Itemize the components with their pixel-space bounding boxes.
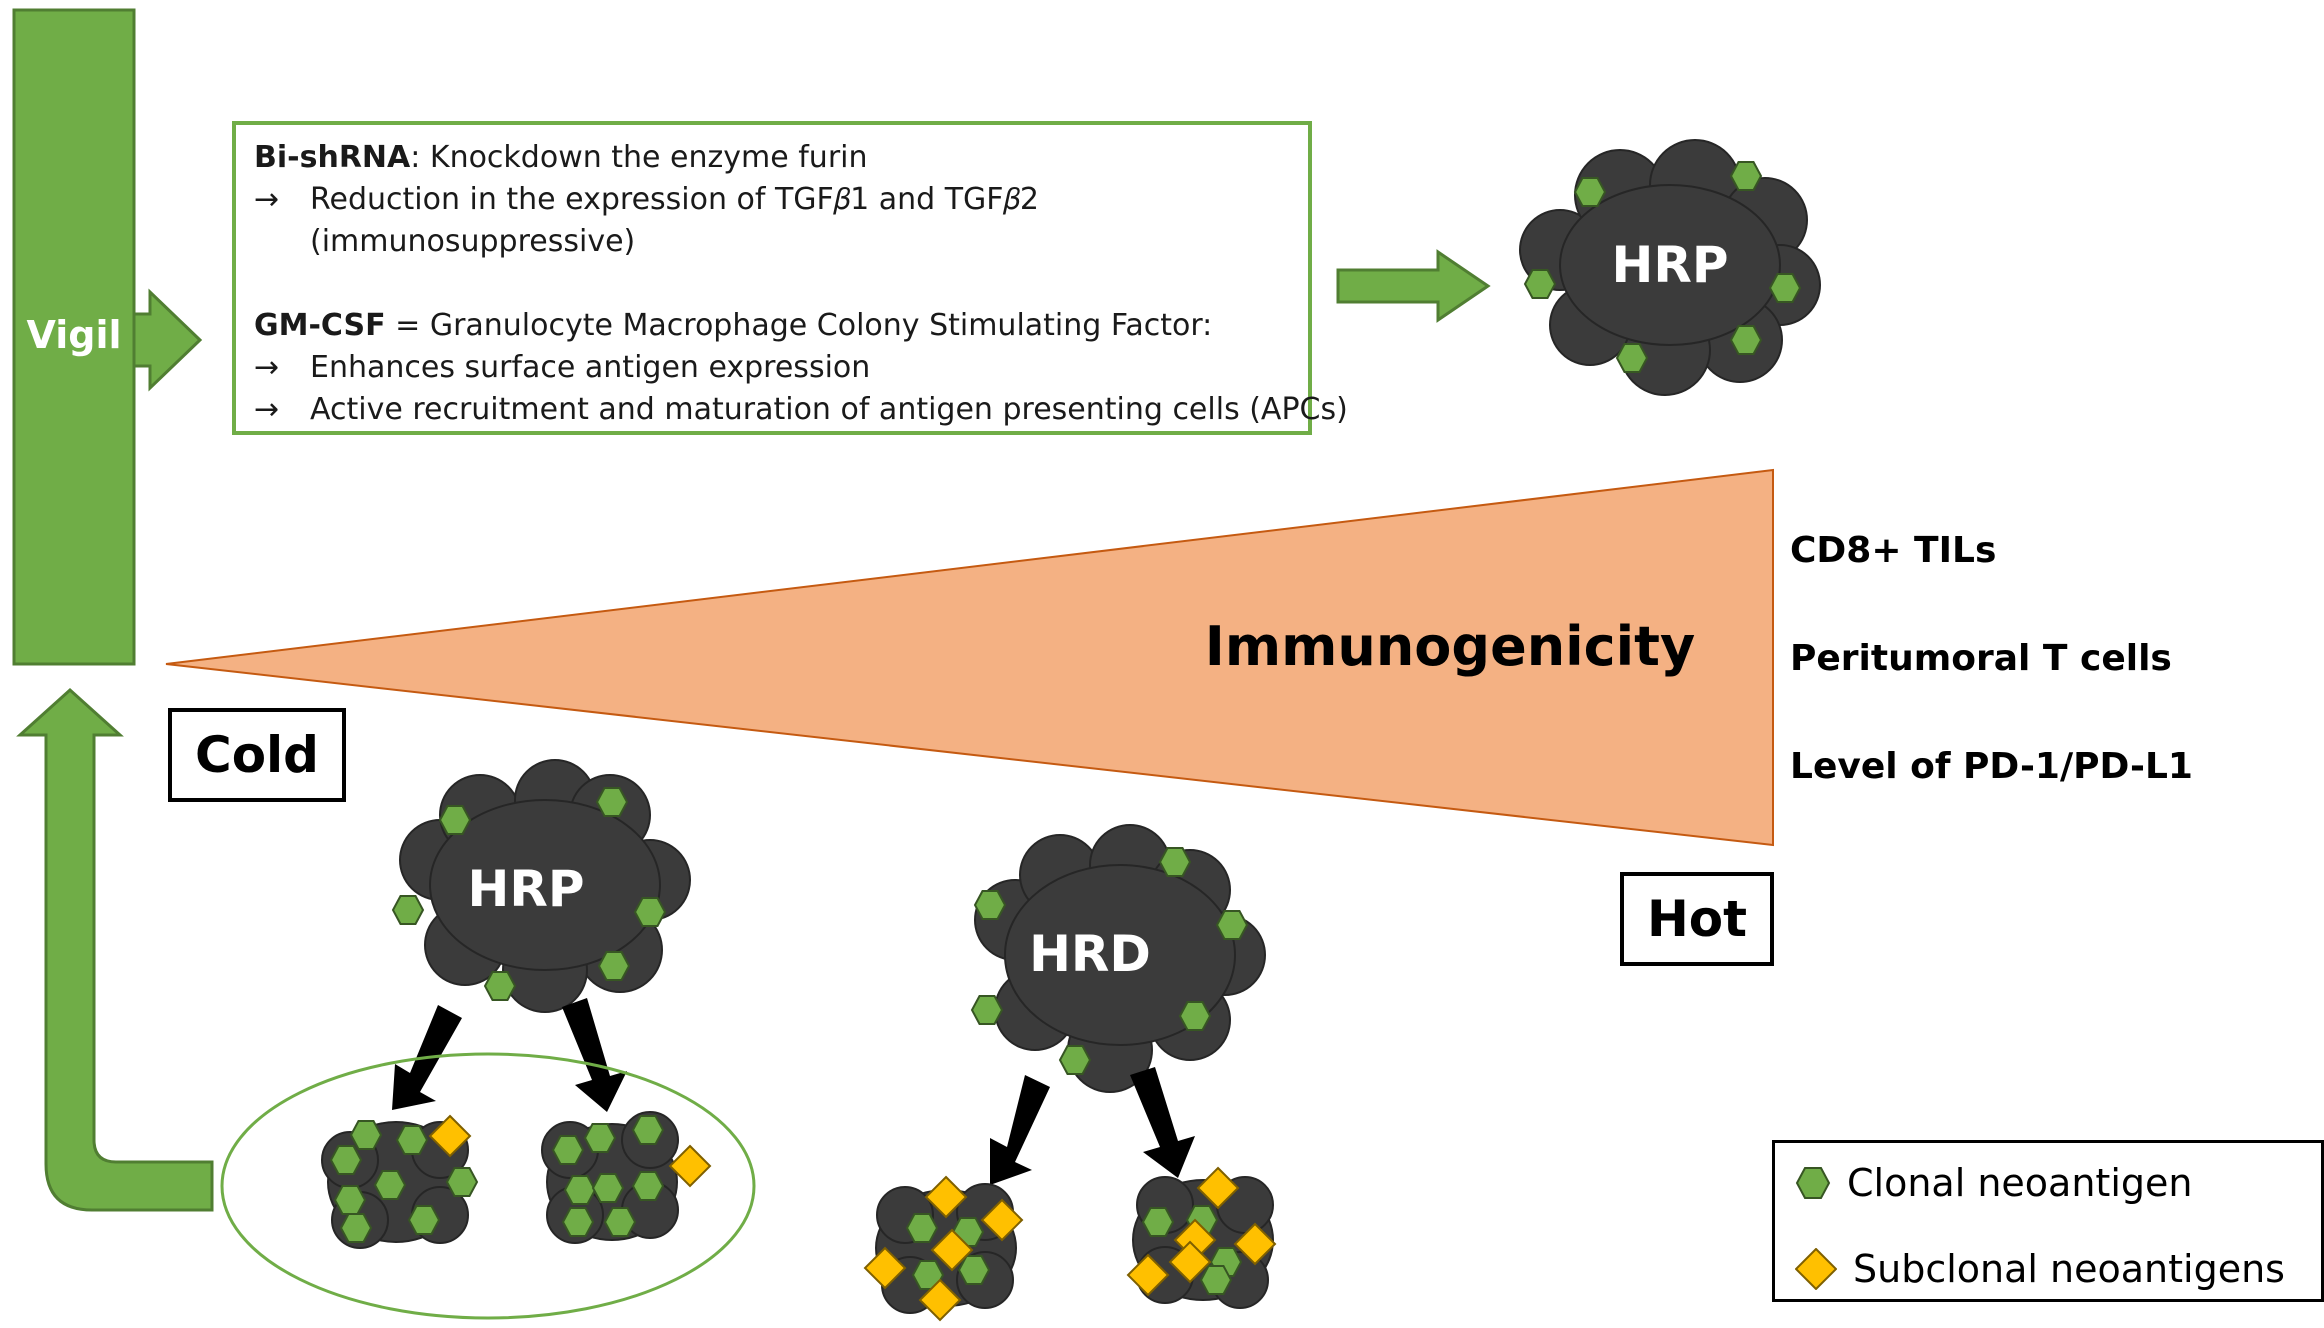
- reduction-text: Reduction in the expression of TGF𝛽1 and…: [310, 182, 1039, 217]
- subclonal-diamond-icon: [1795, 1248, 1837, 1290]
- legend-subclonal: Subclonal neoantigens: [1795, 1247, 2285, 1291]
- arrow-icon: →: [254, 182, 280, 217]
- hrp-tumor-bottom: [392, 759, 691, 1013]
- hrp-subclone-1: [321, 1115, 478, 1249]
- immunogenicity-label: Immunogenicity: [1204, 615, 1696, 678]
- recruitment-line: → Active recruitment and maturation of an…: [254, 389, 1348, 431]
- vigil-to-mechanism-arrow: [132, 288, 203, 392]
- enhances-line: → Enhances surface antigen expression: [254, 347, 1290, 389]
- cold-label: Cold: [168, 708, 346, 802]
- gmcsf-line: GM-CSF = Granulocyte Macrophage Colony S…: [254, 305, 1290, 347]
- gmcsf-term: GM-CSF: [254, 308, 386, 343]
- vigil-label: Vigil: [26, 313, 122, 357]
- return-to-vigil-arrow: [16, 687, 214, 1212]
- hrp-tumor-top: [1519, 139, 1821, 396]
- hrp-subclone-group: [220, 1052, 756, 1320]
- reduction-line: → Reduction in the expression of TGF𝛽1 an…: [254, 179, 1290, 221]
- arrow-icon: →: [254, 392, 280, 427]
- hot-label: Hot: [1620, 872, 1774, 966]
- vigil-bar: [12, 8, 136, 666]
- enhances-text: Enhances surface antigen expression: [310, 350, 871, 385]
- hrd-subclone-2: [1127, 1167, 1276, 1309]
- legend: Clonal neoantigen Subclonal neoantigens: [1772, 1140, 2324, 1302]
- hrp-subclone-2: [541, 1111, 711, 1244]
- legend-subclonal-label: Subclonal neoantigens: [1853, 1247, 2285, 1291]
- mechanism-box: Bi-shRNA: Knockdown the enzyme furin → Re…: [232, 121, 1348, 435]
- bi-shrna-desc: : Knockdown the enzyme furin: [410, 140, 868, 175]
- hrd-subclone-1: [864, 1176, 1023, 1321]
- immunogenicity-wedge: [165, 468, 1774, 847]
- feature-cd8-tils: CD8+ TILs: [1790, 530, 1997, 571]
- arrow-icon: →: [254, 350, 280, 385]
- legend-clonal-label: Clonal neoantigen: [1847, 1161, 2193, 1205]
- hrd-label: HRD: [1029, 925, 1151, 983]
- hrp-top-label: HRP: [1611, 236, 1729, 294]
- feature-pd1-pdl1: Level of PD-1/PD-L1: [1790, 746, 2193, 787]
- recruitment-text: Active recruitment and maturation of ant…: [310, 392, 1348, 427]
- hrp-bottom-label: HRP: [467, 860, 585, 918]
- legend-clonal: Clonal neoantigen: [1795, 1161, 2192, 1205]
- mechanism-to-hrp-arrow: [1336, 249, 1491, 323]
- bi-shrna-term: Bi-shRNA: [254, 140, 411, 175]
- gmcsf-desc: = Granulocyte Macrophage Colony Stimulat…: [385, 308, 1213, 343]
- clonal-hexagon-icon: [1795, 1167, 1831, 1199]
- bi-shrna-line: Bi-shRNA: Knockdown the enzyme furin: [254, 137, 1290, 179]
- hrd-tumor: [971, 824, 1266, 1093]
- feature-peritumoral-t-cells: Peritumoral T cells: [1790, 638, 2172, 679]
- reduction-cont: (immunosuppressive): [310, 224, 636, 259]
